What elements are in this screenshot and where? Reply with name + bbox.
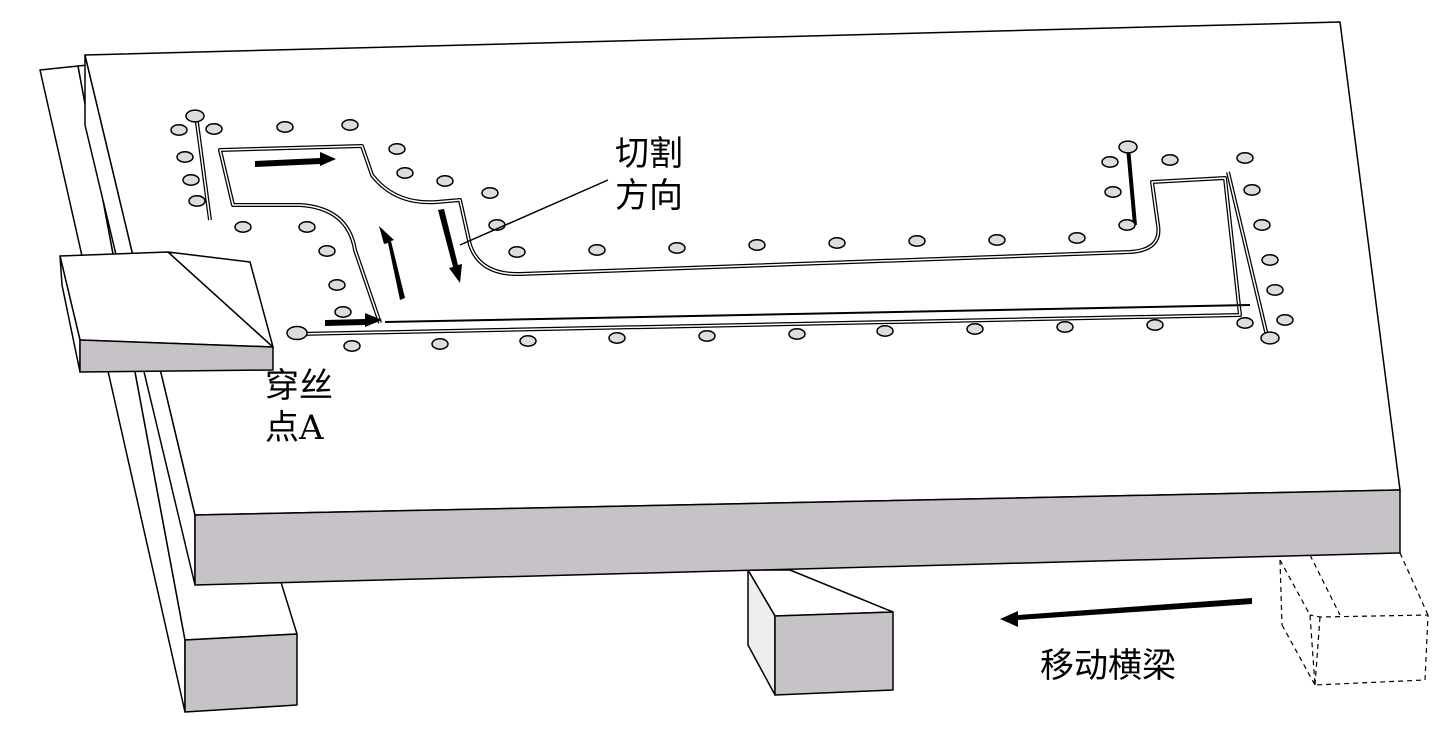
hole: [436, 175, 454, 187]
hole: [1146, 319, 1164, 331]
hole: [1068, 232, 1086, 244]
middle-support: [747, 569, 894, 696]
threading-point-label: 穿丝 点A: [265, 365, 333, 449]
hole: [388, 143, 406, 155]
cut-direction-text-1: 切割: [615, 134, 683, 174]
clamp-block: [59, 251, 274, 373]
workpiece-plate: [84, 21, 1401, 586]
arrow-left-beam-icon: [1000, 598, 1252, 627]
hole: [519, 335, 537, 347]
hole: [328, 279, 346, 291]
hole: [828, 237, 846, 249]
hole: [334, 306, 352, 318]
hole: [318, 245, 336, 257]
hole: [1118, 219, 1136, 231]
leader-line: [459, 179, 609, 246]
hole: [1161, 154, 1179, 166]
hole: [1260, 331, 1280, 345]
cut-direction-text-2: 方向: [615, 176, 683, 216]
hole: [588, 244, 606, 256]
cutting-path: [194, 114, 1270, 341]
hole: [668, 242, 686, 254]
arrow-up-icon: [379, 226, 405, 300]
hole: [698, 330, 716, 342]
moving-beam-ghost: [1279, 552, 1429, 686]
hole: [876, 325, 894, 337]
hole: [1104, 186, 1122, 198]
hole: [170, 124, 188, 136]
hole: [1236, 317, 1254, 329]
hole: [788, 328, 806, 340]
hole: [1266, 284, 1284, 296]
hole: [1243, 184, 1261, 196]
hole: [431, 338, 449, 350]
hole: [176, 151, 194, 163]
hole: [481, 187, 499, 199]
cut-direction-label: 切割 方向: [615, 133, 683, 217]
hole: [608, 332, 626, 344]
hole: [341, 119, 359, 131]
hole: [748, 239, 766, 251]
hole: [1118, 140, 1138, 154]
hole: [1276, 314, 1294, 326]
threading-point-text-2: 点A: [265, 408, 324, 448]
arrow-right-top-icon: [255, 152, 336, 167]
hole: [1056, 321, 1074, 333]
hole: [396, 167, 414, 179]
arrow-down-icon: [438, 209, 462, 283]
hole: [188, 195, 206, 207]
hole: [508, 246, 526, 258]
hole: [1253, 219, 1271, 231]
hole: [908, 235, 926, 247]
hole: [343, 340, 361, 352]
hole: [286, 325, 308, 341]
arrow-right-bottom-icon: [325, 313, 382, 327]
hole: [182, 174, 200, 186]
hole: [1101, 156, 1119, 168]
hole: [185, 109, 205, 123]
hole: [276, 121, 294, 133]
hole: [988, 234, 1006, 246]
hole: [1236, 152, 1254, 164]
hole: [205, 123, 223, 135]
hole: [298, 221, 316, 233]
hole: [234, 221, 252, 233]
hole: [1261, 254, 1279, 266]
threading-point-text-1: 穿丝: [265, 366, 333, 406]
moving-beam-label: 移动横梁: [1040, 646, 1176, 686]
hole-group: [170, 109, 1294, 352]
hole: [966, 323, 984, 335]
direction-arrows: [255, 152, 1252, 627]
